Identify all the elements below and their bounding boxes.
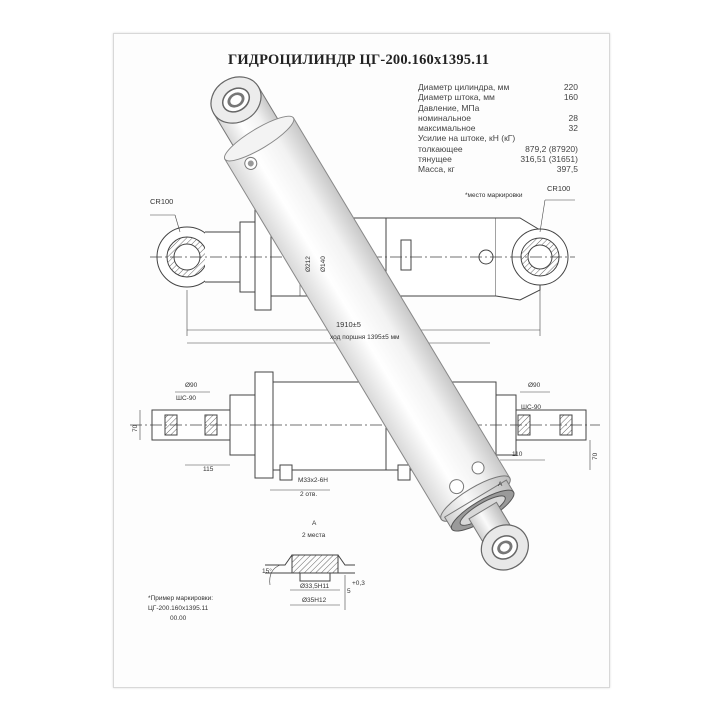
holes-label: 2 отв. [300, 491, 318, 498]
marking-example-date: 00.00 [170, 615, 187, 622]
spec-row: Усилие на штоке, кН (кГ) [418, 133, 516, 144]
sh-90-right-label: ШС-90 [521, 404, 542, 411]
marking-example-heading: *Пример маркировки: [148, 595, 214, 602]
cylinder-3d [210, 76, 529, 571]
detail-a-subtitle: 2 места [302, 532, 326, 539]
dim-70-right-label: 70 [592, 452, 599, 460]
radius-right-label: СR100 [547, 184, 571, 193]
sh-90-left-label: ШС-90 [176, 395, 197, 402]
marking-example-code: ЦГ-200.160х1395.11 [148, 605, 209, 612]
spec-row: Давление, МПа [418, 102, 480, 113]
dim-115-label: 115 [203, 466, 214, 473]
dim-5-tolerance: +0,3 [352, 580, 365, 587]
marking-plate [400, 239, 412, 271]
length-dimension: 1910±5 [336, 320, 361, 329]
dia-90-left-label: Ø90 [185, 382, 198, 389]
radius-left-label: СR100 [150, 197, 174, 206]
dim-110-label: 110 [512, 451, 523, 458]
angle-label: 15° [262, 568, 272, 575]
dia-33-label: Ø33,5Н11 [300, 583, 330, 590]
dim-5-label: 5 [347, 588, 351, 595]
marking-place-label: *место маркировки [465, 192, 523, 199]
dia-35-label: Ø35Н12 [302, 597, 327, 604]
dia-90-right-label: Ø90 [528, 382, 541, 389]
dia-212-label: Ø212 [305, 256, 312, 272]
dim-70-left-label: 70 [132, 424, 139, 432]
thread-label: М33х2-6Н [298, 477, 328, 484]
drawing-title: ГИДРОЦИЛИНДР ЦГ-200.160х1395.11 [228, 52, 490, 68]
detail-view-a [265, 554, 355, 610]
detail-a-title: А [312, 520, 317, 527]
view-mark-a: А [498, 481, 503, 488]
dia-140-label: Ø140 [320, 256, 327, 272]
stroke-dimension: ход поршня 1395±5 мм [330, 334, 400, 341]
